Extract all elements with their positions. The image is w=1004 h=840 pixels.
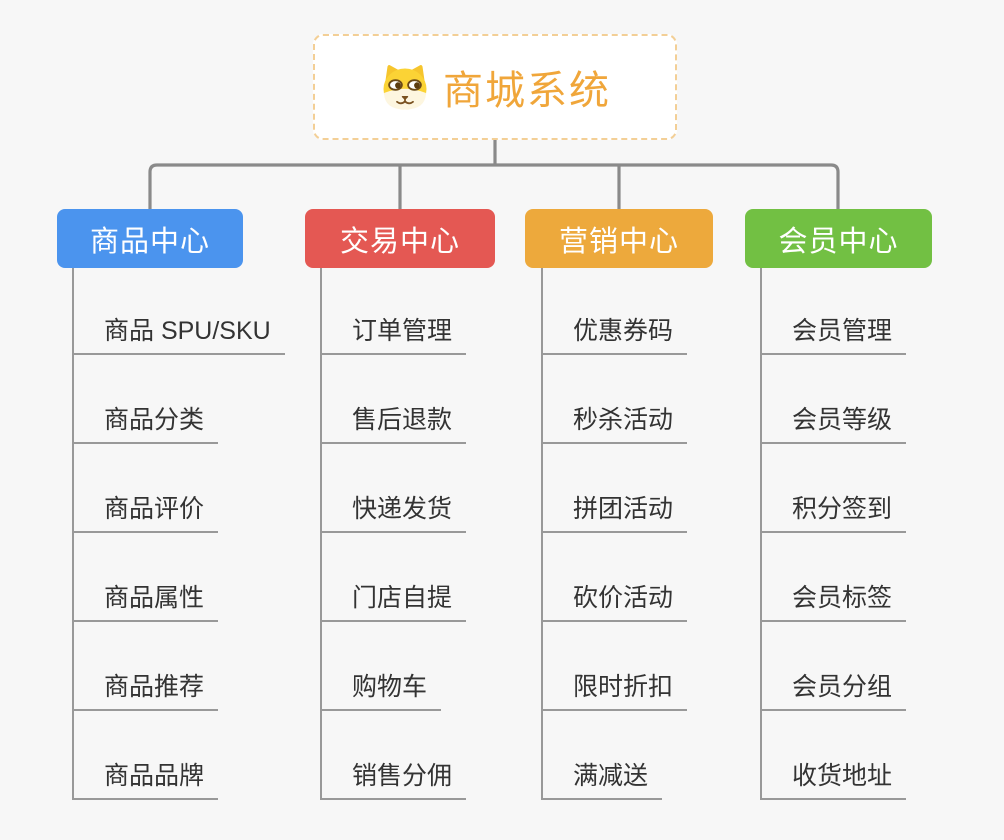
leaf-node-member-level[interactable]: 会员等级 — [762, 355, 907, 444]
leaf-label: 秒杀活动 — [573, 406, 674, 435]
leaf-node-aftersale-refund[interactable]: 售后退款 — [322, 355, 467, 444]
branch-label: 会员中心 — [778, 225, 899, 258]
branch-children-trade-center: 订单管理 售后退款 快递发货 门店自提 购物车 销售分佣 — [320, 268, 467, 800]
leaf-node-sales-commission[interactable]: 销售分佣 — [322, 711, 467, 800]
branch-label: 营销中心 — [558, 225, 679, 258]
dog-face-icon — [383, 65, 427, 110]
leaf-node-member-group[interactable]: 会员分组 — [762, 622, 907, 711]
leaf-node-full-reduction[interactable]: 满减送 — [543, 711, 663, 800]
leaf-node-shopping-cart[interactable]: 购物车 — [322, 622, 442, 711]
branch-label: 交易中心 — [339, 225, 460, 258]
leaf-node-bargain-activity[interactable]: 砍价活动 — [543, 533, 688, 622]
leaf-label: 门店自提 — [352, 584, 453, 613]
leaf-label: 商品 SPU/SKU — [104, 317, 271, 346]
leaf-label: 销售分佣 — [352, 762, 453, 791]
leaf-label: 商品分类 — [104, 406, 205, 435]
leaf-label: 限时折扣 — [573, 673, 674, 702]
leaf-label: 商品评价 — [104, 495, 205, 524]
leaf-node-member-management[interactable]: 会员管理 — [762, 268, 907, 355]
leaf-node-flash-sale[interactable]: 秒杀活动 — [543, 355, 688, 444]
leaf-label: 积分签到 — [792, 495, 893, 524]
leaf-node-product-brand[interactable]: 商品品牌 — [74, 711, 219, 800]
leaf-label: 满减送 — [573, 762, 649, 791]
leaf-label: 订单管理 — [352, 317, 453, 346]
leaf-label: 商品品牌 — [104, 762, 205, 791]
branch-node-product-center[interactable]: 商品中心 — [57, 209, 243, 268]
leaf-label: 购物车 — [352, 673, 428, 702]
branch-children-product-center: 商品 SPU/SKU 商品分类 商品评价 商品属性 商品推荐 商品品牌 — [72, 268, 285, 800]
branch-label: 商品中心 — [89, 225, 210, 258]
leaf-label: 优惠券码 — [573, 317, 674, 346]
leaf-label: 商品推荐 — [104, 673, 205, 702]
root-node[interactable]: 商城系统 — [313, 34, 677, 140]
leaf-node-order-management[interactable]: 订单管理 — [322, 268, 467, 355]
leaf-node-limited-time-discount[interactable]: 限时折扣 — [543, 622, 688, 711]
leaf-label: 售后退款 — [352, 406, 453, 435]
leaf-node-product-review[interactable]: 商品评价 — [74, 444, 219, 533]
leaf-label: 拼团活动 — [573, 495, 674, 524]
branch-node-member-center[interactable]: 会员中心 — [745, 209, 932, 268]
leaf-label: 会员分组 — [792, 673, 893, 702]
branch-node-trade-center[interactable]: 交易中心 — [305, 209, 495, 268]
leaf-label: 会员标签 — [792, 584, 893, 613]
leaf-label: 会员等级 — [792, 406, 893, 435]
leaf-node-product-spu-sku[interactable]: 商品 SPU/SKU — [74, 268, 285, 355]
leaf-node-store-pickup[interactable]: 门店自提 — [322, 533, 467, 622]
leaf-label: 收货地址 — [792, 762, 893, 791]
leaf-label: 快递发货 — [352, 495, 453, 524]
leaf-label: 会员管理 — [792, 317, 893, 346]
leaf-label: 商品属性 — [104, 584, 205, 613]
leaf-node-group-buy[interactable]: 拼团活动 — [543, 444, 688, 533]
leaf-node-member-tag[interactable]: 会员标签 — [762, 533, 907, 622]
leaf-label: 砍价活动 — [573, 584, 674, 613]
leaf-node-points-checkin[interactable]: 积分签到 — [762, 444, 907, 533]
leaf-node-product-recommend[interactable]: 商品推荐 — [74, 622, 219, 711]
leaf-node-product-category[interactable]: 商品分类 — [74, 355, 219, 444]
leaf-node-shipping-address[interactable]: 收货地址 — [762, 711, 907, 800]
branch-children-member-center: 会员管理 会员等级 积分签到 会员标签 会员分组 收货地址 — [760, 268, 907, 800]
branch-children-marketing-center: 优惠券码 秒杀活动 拼团活动 砍价活动 限时折扣 满减送 — [541, 268, 688, 800]
leaf-node-product-attribute[interactable]: 商品属性 — [74, 533, 219, 622]
leaf-node-express-delivery[interactable]: 快递发货 — [322, 444, 467, 533]
root-title: 商城系统 — [443, 69, 611, 113]
leaf-node-coupon-code[interactable]: 优惠券码 — [543, 268, 688, 355]
branch-node-marketing-center[interactable]: 营销中心 — [525, 209, 713, 268]
